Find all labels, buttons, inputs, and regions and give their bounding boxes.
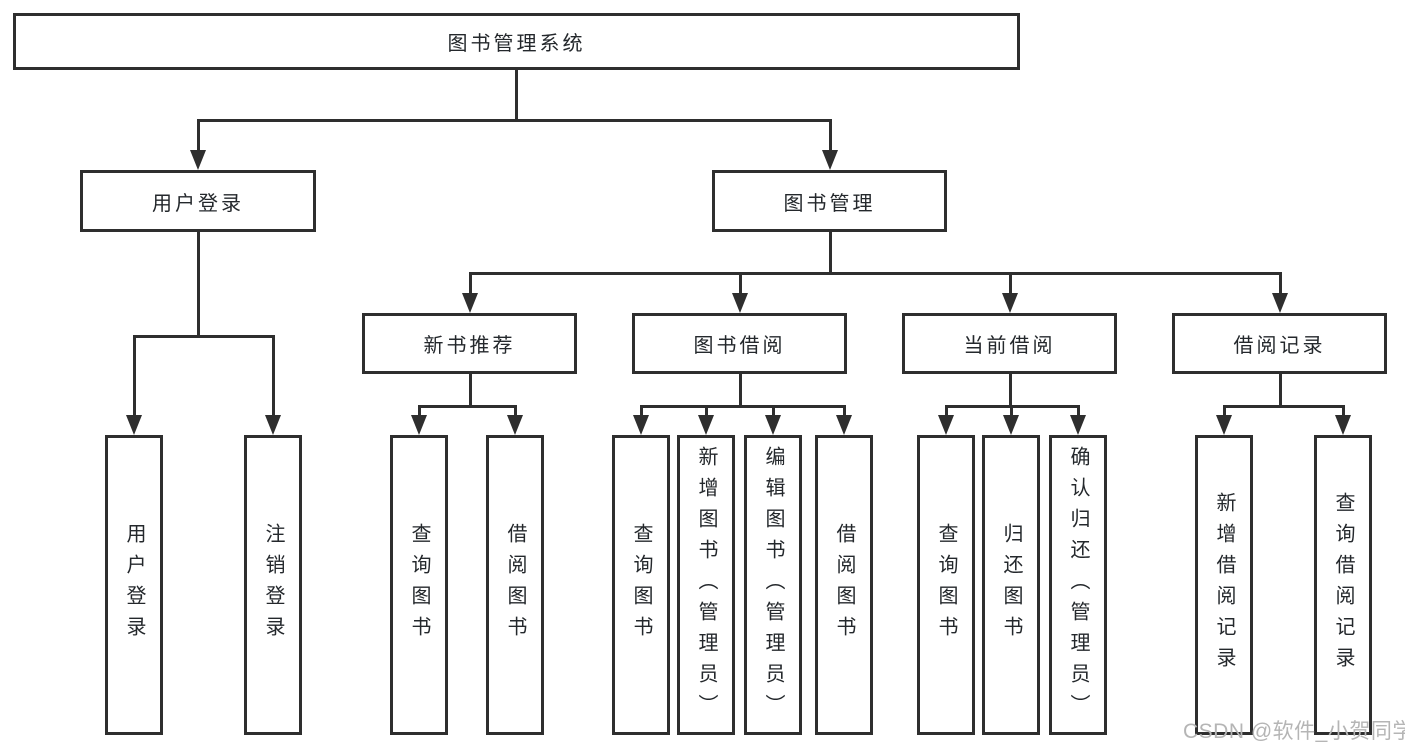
connector-drop-leaf-user-login: [133, 335, 136, 417]
connector-drop-new-book-recommendation: [469, 272, 472, 295]
node-new-book-recommendation: 新书推荐: [362, 313, 577, 374]
connector-drop-leaf-logout: [272, 335, 275, 417]
leaf-label: 确认归还（管理员）: [1067, 445, 1089, 725]
connector-drop: [1223, 405, 1226, 417]
leaf-query-borrow-record: 查询借阅记录: [1314, 435, 1372, 735]
leaf-add-books-admin: 新增图书（管理员）: [677, 435, 735, 735]
leaf-borrow-books: 借阅图书: [486, 435, 544, 735]
arrowhead-icon: [938, 415, 954, 435]
leaf-query-books-3: 查询图书: [917, 435, 975, 735]
connector-drop: [1342, 405, 1345, 417]
arrowhead-icon: [1003, 415, 1019, 435]
arrowhead-icon: [1272, 293, 1288, 313]
leaf-add-borrow-record: 新增借阅记录: [1195, 435, 1253, 735]
leaf-user-login: 用户登录: [105, 435, 163, 735]
connector-new-book-hbar: [418, 405, 516, 408]
leaf-label: 查询图书: [408, 523, 430, 647]
connector-drop-current-borrowing: [1009, 272, 1012, 295]
leaf-label: 借阅图书: [504, 523, 526, 647]
node-label: 新书推荐: [423, 335, 516, 357]
arrowhead-icon: [126, 415, 142, 435]
connector-drop: [1010, 405, 1013, 417]
arrowhead-icon: [732, 293, 748, 313]
connector-book-management-hbar: [469, 272, 1281, 275]
arrowhead-icon: [265, 415, 281, 435]
connector-drop: [772, 405, 775, 417]
node-label: 图书管理系统: [447, 33, 586, 55]
leaf-confirm-return-admin: 确认归还（管理员）: [1049, 435, 1107, 735]
arrowhead-icon: [1335, 415, 1351, 435]
leaf-label: 查询图书: [935, 523, 957, 647]
arrowhead-icon: [698, 415, 714, 435]
connector-book-borrowing-hbar: [640, 405, 845, 408]
connector-root-stem: [515, 70, 518, 120]
connector-drop: [945, 405, 948, 417]
leaf-query-books: 查询图书: [390, 435, 448, 735]
connector-drop: [843, 405, 846, 417]
connector-drop-book-management: [829, 119, 832, 153]
connector-drop: [640, 405, 643, 417]
node-label: 用户登录: [152, 192, 244, 215]
connector-book-borrowing-stem: [739, 374, 742, 407]
connector-drop-book-borrowing: [739, 272, 742, 295]
csdn-watermark: CSDN @软件_小贺同学: [1183, 720, 1405, 743]
connector-new-book-stem: [469, 374, 472, 407]
node-label: 图书借阅: [693, 335, 786, 357]
leaf-label: 用户登录: [123, 523, 145, 647]
connector-drop: [418, 405, 421, 417]
leaf-label: 注销登录: [262, 523, 284, 647]
leaf-logout: 注销登录: [244, 435, 302, 735]
node-label: 图书管理: [783, 192, 876, 215]
node-book-management: 图书管理: [712, 170, 947, 232]
arrowhead-icon: [1070, 415, 1086, 435]
node-library-management-system: 图书管理系统: [13, 13, 1020, 70]
connector-user-login-hbar: [133, 335, 275, 338]
node-book-borrowing: 图书借阅: [632, 313, 847, 374]
node-user-login: 用户登录: [80, 170, 316, 232]
arrowhead-icon: [411, 415, 427, 435]
connector-root-hbar: [197, 119, 831, 122]
connector-drop: [514, 405, 517, 417]
arrowhead-icon: [1002, 293, 1018, 313]
arrowhead-icon: [507, 415, 523, 435]
arrowhead-icon: [822, 150, 838, 170]
leaf-query-books-2: 查询图书: [612, 435, 670, 735]
connector-borrowing-records-stem: [1279, 374, 1282, 407]
connector-drop: [1077, 405, 1080, 417]
leaf-label: 新增图书（管理员）: [695, 445, 717, 725]
node-label: 当前借阅: [963, 335, 1056, 357]
node-borrowing-records: 借阅记录: [1172, 313, 1387, 374]
leaf-label: 借阅图书: [833, 523, 855, 647]
connector-user-login-stem: [197, 232, 200, 336]
leaf-label: 归还图书: [1000, 523, 1022, 647]
arrowhead-icon: [633, 415, 649, 435]
arrowhead-icon: [462, 293, 478, 313]
leaf-label: 编辑图书（管理员）: [762, 445, 784, 725]
connector-current-borrowing-stem: [1009, 374, 1012, 407]
arrowhead-icon: [765, 415, 781, 435]
leaf-label: 查询图书: [630, 523, 652, 647]
leaf-return-books: 归还图书: [982, 435, 1040, 735]
leaf-label: 新增借阅记录: [1213, 492, 1235, 678]
node-label: 借阅记录: [1233, 335, 1326, 357]
leaf-label: 查询借阅记录: [1332, 492, 1354, 678]
arrowhead-icon: [190, 150, 206, 170]
arrowhead-icon: [836, 415, 852, 435]
arrowhead-icon: [1216, 415, 1232, 435]
leaf-edit-books-admin: 编辑图书（管理员）: [744, 435, 802, 735]
node-current-borrowing: 当前借阅: [902, 313, 1117, 374]
connector-drop-user-login: [197, 119, 200, 153]
leaf-borrow-books-2: 借阅图书: [815, 435, 873, 735]
connector-drop: [705, 405, 708, 417]
connector-drop-borrowing-records: [1279, 272, 1282, 295]
connector-book-management-stem: [829, 232, 832, 274]
connector-borrowing-records-hbar: [1223, 405, 1344, 408]
